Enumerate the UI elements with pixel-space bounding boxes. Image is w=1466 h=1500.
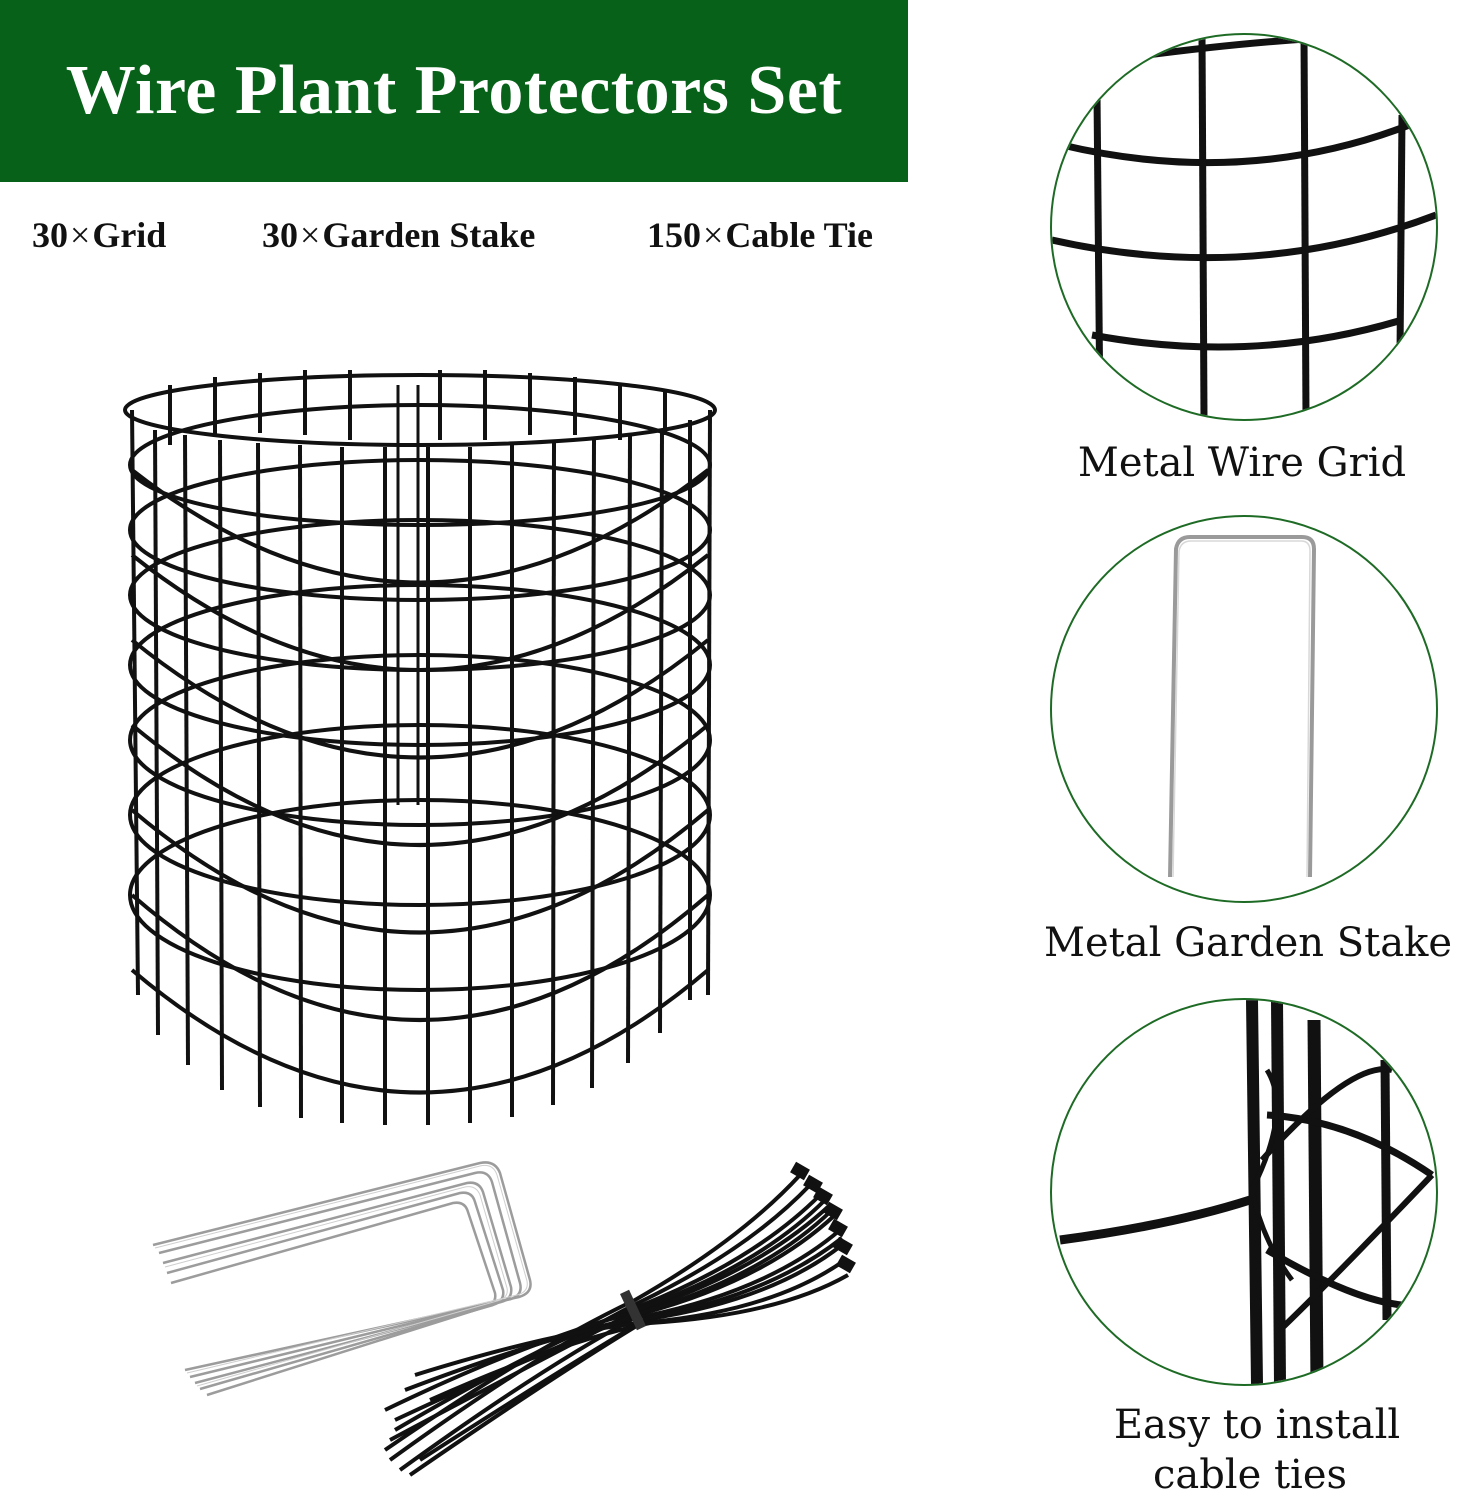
- wire-grid-closeup: [1050, 33, 1438, 421]
- feature-label-wire-grid: Metal Wire Grid: [1077, 440, 1407, 486]
- content-item-grid: 30×Grid: [32, 214, 166, 256]
- quantity: 30: [32, 215, 68, 255]
- quantity: 30: [262, 215, 298, 255]
- cable-tie-closeup: [1050, 998, 1438, 1386]
- garden-stake-closeup: [1050, 515, 1438, 903]
- multiply-sign: ×: [70, 215, 91, 255]
- cable-tie-icon: [1059, 1000, 1435, 1384]
- feature-label-cable-ties-line1: Easy to install: [1113, 1402, 1401, 1448]
- content-item-garden-stake: 30×Garden Stake: [262, 214, 535, 256]
- multiply-sign: ×: [703, 215, 724, 255]
- feature-label-garden-stake: Metal Garden Stake: [1044, 920, 1452, 966]
- content-item-cable-tie: 150×Cable Tie: [647, 214, 873, 256]
- u-shaped-garden-stakes-image: [152, 1161, 532, 1397]
- garden-stake-icon: [1168, 535, 1317, 878]
- wire-cage-grid-image: [123, 370, 717, 1125]
- black-cable-ties-bundle-image: [383, 1161, 856, 1477]
- item-name: Grid: [92, 215, 167, 255]
- feature-label-cable-ties-line2: cable ties: [1152, 1452, 1348, 1498]
- title-banner: Wire Plant Protectors Set: [0, 0, 908, 182]
- item-name: Garden Stake: [322, 215, 536, 255]
- multiply-sign: ×: [300, 215, 321, 255]
- wire-grid-icon: [1052, 35, 1436, 419]
- package-contents: 30×Grid 30×Garden Stake 150×Cable Tie: [0, 214, 920, 264]
- page-title: Wire Plant Protectors Set: [65, 52, 843, 129]
- quantity: 150: [647, 215, 701, 255]
- item-name: Cable Tie: [725, 215, 874, 255]
